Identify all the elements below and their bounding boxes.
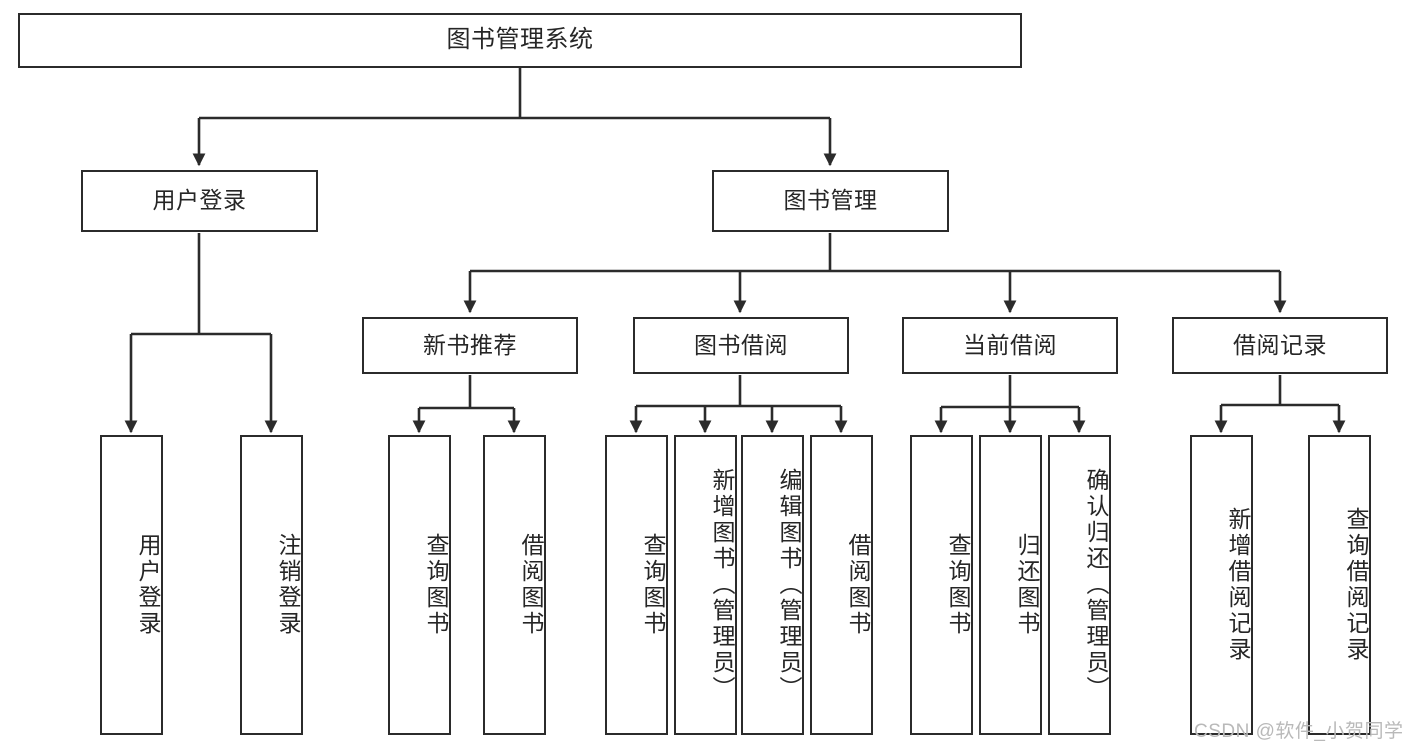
node-label: 借阅图书	[845, 533, 871, 637]
leaf-current-query-book[interactable]: 查询图书	[910, 435, 973, 735]
node-book-borrow[interactable]: 图书借阅	[633, 317, 849, 374]
node-current-borrow[interactable]: 当前借阅	[902, 317, 1118, 374]
leaf-user-login-signout[interactable]: 注销登录	[240, 435, 303, 735]
node-label: 借阅记录	[1233, 331, 1327, 358]
csdn-watermark: CSDN @软件_小贺同学	[1194, 721, 1404, 742]
node-new-book-recommend[interactable]: 新书推荐	[362, 317, 578, 374]
leaf-borrow-edit-book-admin[interactable]: 编辑图书（管理员）	[741, 435, 804, 735]
node-label: 图书管理系统	[446, 26, 594, 54]
node-label: 图书借阅	[694, 331, 788, 358]
leaf-recommend-query-book[interactable]: 查询图书	[388, 435, 451, 735]
leaf-current-return-book[interactable]: 归还图书	[979, 435, 1042, 735]
leaf-borrow-add-book-admin[interactable]: 新增图书（管理员）	[674, 435, 737, 735]
node-label: 借阅图书	[518, 533, 544, 637]
node-user-login[interactable]: 用户登录	[81, 170, 318, 232]
node-label: 新书推荐	[423, 331, 517, 358]
leaf-user-login-signin[interactable]: 用户登录	[100, 435, 163, 735]
node-label: 用户登录	[152, 187, 247, 214]
node-label: 用户登录	[135, 533, 161, 637]
node-label: 查询图书	[423, 533, 449, 637]
node-borrow-record[interactable]: 借阅记录	[1172, 317, 1388, 374]
leaf-current-confirm-return-admin[interactable]: 确认归还（管理员）	[1048, 435, 1111, 735]
node-label: 图书管理	[783, 187, 878, 214]
node-label: 新增图书（管理员）	[709, 468, 735, 702]
leaf-recommend-borrow-book[interactable]: 借阅图书	[483, 435, 546, 735]
node-root-system[interactable]: 图书管理系统	[18, 13, 1022, 68]
leaf-borrow-borrow-book[interactable]: 借阅图书	[810, 435, 873, 735]
node-label: 当前借阅	[963, 331, 1057, 358]
node-label: 查询图书	[640, 533, 666, 637]
node-label: 查询图书	[945, 533, 971, 637]
node-book-management[interactable]: 图书管理	[712, 170, 949, 232]
node-label: 注销登录	[275, 533, 301, 637]
node-label: 归还图书	[1014, 533, 1040, 637]
leaf-record-add-record[interactable]: 新增借阅记录	[1190, 435, 1253, 735]
leaf-borrow-query-book[interactable]: 查询图书	[605, 435, 668, 735]
node-label: 编辑图书（管理员）	[776, 468, 802, 702]
leaf-record-query-record[interactable]: 查询借阅记录	[1308, 435, 1371, 735]
node-label: 查询借阅记录	[1343, 507, 1369, 663]
node-label: 确认归还（管理员）	[1083, 468, 1109, 702]
node-label: 新增借阅记录	[1225, 507, 1251, 663]
